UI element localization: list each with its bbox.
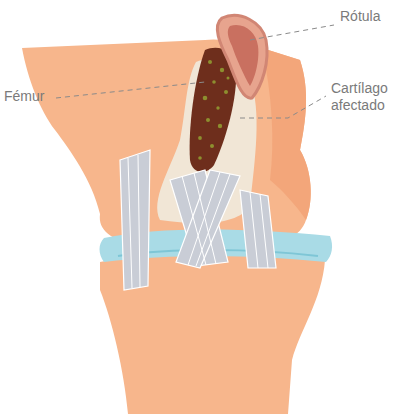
patella — [217, 15, 267, 98]
patella-inner — [228, 25, 259, 86]
part-label: Cartílago afectado — [331, 80, 411, 114]
leader-lines — [56, 25, 334, 118]
part-label: Rótula — [340, 8, 410, 25]
lesion-dots — [198, 60, 229, 160]
part-label: Fémur — [4, 88, 56, 105]
ligaments — [120, 150, 276, 290]
condyle-shade — [262, 48, 311, 220]
